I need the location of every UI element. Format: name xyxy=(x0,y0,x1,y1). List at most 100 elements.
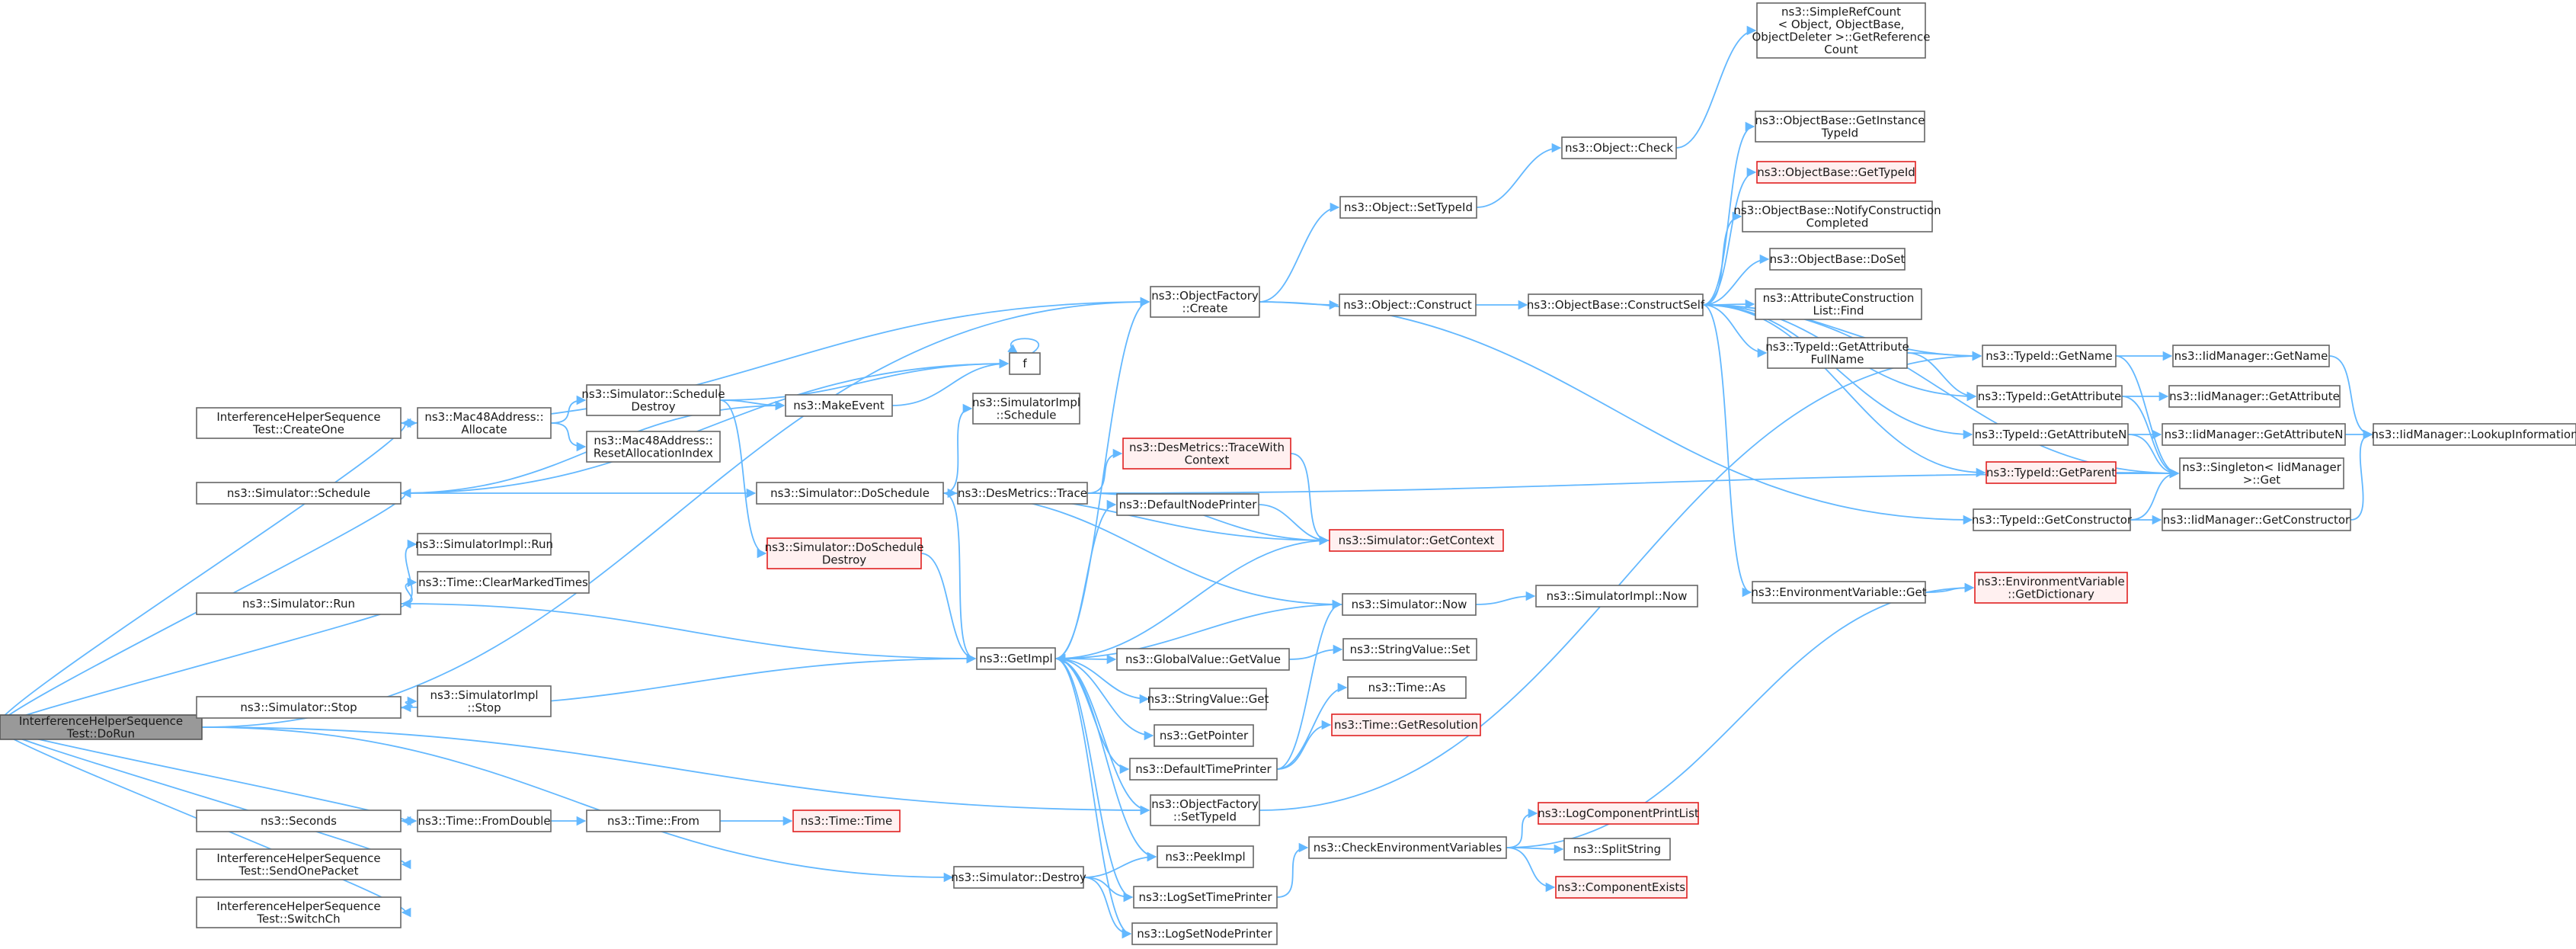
node-doschedule[interactable]: ns3::Simulator::DoSchedule xyxy=(756,482,944,505)
node-makeevent[interactable]: ns3::MakeEvent xyxy=(785,394,893,417)
node-constructself[interactable]: ns3::ObjectBase::ConstructSelf xyxy=(1527,293,1705,316)
node-stringvalue-get[interactable]: ns3::StringValue::Get xyxy=(1147,688,1269,710)
node-sendone[interactable]: InterferenceHelperSequenceTest::SendOneP… xyxy=(196,848,402,880)
node-compexists[interactable]: ns3::ComponentExists xyxy=(1555,876,1688,899)
node-label: ns3::AttributeConstruction xyxy=(1763,291,1915,305)
node-objfactory-settypeid[interactable]: ns3::ObjectFactory::SetTypeId xyxy=(1150,794,1260,826)
node-checkenv[interactable]: ns3::CheckEnvironmentVariables xyxy=(1308,836,1507,859)
node-iid-lookup[interactable]: ns3::IidManager::LookupInformation xyxy=(2371,423,2576,446)
edge-sim-destroy-to-peekimpl xyxy=(1083,851,1157,878)
node-sim-destroy[interactable]: ns3::Simulator::Destroy xyxy=(951,866,1086,889)
node-simimpl-schedule[interactable]: ns3::SimulatorImpl::Schedule xyxy=(972,393,1080,425)
node-box xyxy=(972,393,1080,425)
node-object-settypeid[interactable]: ns3::Object::SetTypeId xyxy=(1339,196,1477,219)
node-stringvalue-set[interactable]: ns3::StringValue::Set xyxy=(1342,638,1477,661)
node-peekimpl[interactable]: ns3::PeekImpl xyxy=(1157,845,1254,868)
node-fromdouble[interactable]: ns3::Time::FromDouble xyxy=(417,810,552,832)
node-simimpl-now[interactable]: ns3::SimulatorImpl::Now xyxy=(1535,585,1698,608)
node-desmetrics-trace[interactable]: ns3::DesMetrics::Trace xyxy=(957,482,1088,505)
node-createone[interactable]: InterferenceHelperSequenceTest::CreateOn… xyxy=(196,407,402,439)
node-f[interactable]: f xyxy=(1009,352,1041,375)
node-logsetnodeprinter[interactable]: ns3::LogSetNodePrinter xyxy=(1131,922,1278,945)
node-objfactory-create[interactable]: ns3::ObjectFactory::Create xyxy=(1150,286,1260,318)
node-label: Allocate xyxy=(461,422,507,436)
node-logsettimeprinter[interactable]: ns3::LogSetTimePrinter xyxy=(1133,886,1278,909)
node-sim-now[interactable]: ns3::Simulator::Now xyxy=(1342,593,1477,616)
node-typeid-getattributen[interactable]: ns3::TypeId::GetAttributeN xyxy=(1973,423,2129,446)
node-defaulttimeprinter[interactable]: ns3::DefaultTimePrinter xyxy=(1129,758,1278,781)
node-box xyxy=(1755,288,1922,320)
node-box xyxy=(196,696,402,719)
node-iid-getattribute[interactable]: ns3::IidManager::GetAttribute xyxy=(2168,385,2341,408)
node-simplerefcount[interactable]: ns3::SimpleRefCount< Object, ObjectBase,… xyxy=(1752,2,1931,59)
node-splitstring[interactable]: ns3::SplitString xyxy=(1563,838,1671,861)
node-typeid-getparent[interactable]: ns3::TypeId::GetParent xyxy=(1986,461,2117,484)
node-envvar-get[interactable]: ns3::EnvironmentVariable::Get xyxy=(1751,581,1927,604)
node-globalvalue-get[interactable]: ns3::GlobalValue::GetValue xyxy=(1116,648,1290,671)
node-label: ns3::SimulatorImpl::Now xyxy=(1547,589,1688,603)
node-box xyxy=(1973,423,2129,446)
edge-root-to-sendone xyxy=(0,727,411,870)
node-clearmarked[interactable]: ns3::Time::ClearMarkedTimes xyxy=(417,571,590,594)
node-getpointer[interactable]: ns3::GetPointer xyxy=(1154,724,1254,747)
node-object-construct[interactable]: ns3::Object::Construct xyxy=(1339,293,1477,316)
node-label: ::Schedule xyxy=(996,408,1056,422)
node-object-check[interactable]: ns3::Object::Check xyxy=(1561,136,1677,159)
node-box xyxy=(1131,922,1278,945)
node-box xyxy=(1150,286,1260,318)
node-simimpl-run[interactable]: ns3::SimulatorImpl::Run xyxy=(415,533,553,556)
node-label: InterferenceHelperSequence xyxy=(216,851,380,865)
edge-constructself-to-getattrfullname xyxy=(1702,304,1768,358)
node-time-from[interactable]: ns3::Time::From xyxy=(586,810,721,832)
node-label: ns3::Time::ClearMarkedTimes xyxy=(418,575,588,589)
node-time-getres[interactable]: ns3::Time::GetResolution xyxy=(1331,713,1481,736)
node-box xyxy=(196,482,402,505)
edge-defaultnodeprinter-to-getcontext xyxy=(1258,504,1330,546)
node-time-time[interactable]: ns3::Time::Time xyxy=(792,810,901,832)
node-getimpl[interactable]: ns3::GetImpl xyxy=(976,647,1056,670)
node-box xyxy=(1976,385,2123,408)
node-mac-reset[interactable]: ns3::Mac48Address::ResetAllocationIndex xyxy=(586,431,721,463)
edge-defaulttimeprinter-to-time-getres xyxy=(1276,720,1332,770)
node-iid-getname[interactable]: ns3::IidManager::GetName xyxy=(2172,345,2330,367)
edge-object-settypeid-to-object-check xyxy=(1476,143,1562,208)
node-iid-getconstructor[interactable]: ns3::IidManager::GetConstructor xyxy=(2162,508,2351,531)
node-box xyxy=(1555,876,1688,899)
edge-objfactory-settypeid-to-typeid-getname xyxy=(1259,351,1982,811)
node-getcontext[interactable]: ns3::Simulator::GetContext xyxy=(1329,529,1504,552)
node-mac-alloc[interactable]: ns3::Mac48Address::Allocate xyxy=(417,407,552,439)
node-label: ns3::Time::As xyxy=(1368,681,1446,694)
node-time-as[interactable]: ns3::Time::As xyxy=(1347,676,1467,699)
node-label: ns3::Object::SetTypeId xyxy=(1344,200,1473,214)
node-sim-stop[interactable]: ns3::Simulator::Stop xyxy=(196,696,402,719)
node-singleton-get[interactable]: ns3::Singleton< IidManager>::Get xyxy=(2179,457,2344,489)
node-seconds[interactable]: ns3::Seconds xyxy=(196,810,402,832)
node-sim-schedule[interactable]: ns3::Simulator::Schedule xyxy=(196,482,402,505)
node-label: ns3::Time::Time xyxy=(801,814,893,828)
node-typeid-getname[interactable]: ns3::TypeId::GetName xyxy=(1982,345,2117,367)
node-box xyxy=(0,714,203,740)
node-label: Count xyxy=(1824,43,1858,56)
node-label: ns3::TypeId::GetAttributeN xyxy=(1975,428,2127,441)
node-objbase-gettypeid[interactable]: ns3::ObjectBase::GetTypeId xyxy=(1756,161,1916,184)
node-defaultnodeprinter[interactable]: ns3::DefaultNodePrinter xyxy=(1116,493,1259,516)
node-simimpl-stop[interactable]: ns3::SimulatorImpl::Stop xyxy=(417,685,552,717)
node-envvar-getdict[interactable]: ns3::EnvironmentVariable::GetDictionary xyxy=(1974,572,2128,604)
node-iid-getattributen[interactable]: ns3::IidManager::GetAttributeN xyxy=(2162,423,2346,446)
node-notifyconstruction[interactable]: ns3::ObjectBase::NotifyConstructionCompl… xyxy=(1733,200,1941,232)
node-sim-run[interactable]: ns3::Simulator::Run xyxy=(196,592,402,615)
node-box xyxy=(1756,2,1926,59)
node-typeid-getconstructor[interactable]: ns3::TypeId::GetConstructor xyxy=(1972,508,2133,531)
node-typeid-getattribute[interactable]: ns3::TypeId::GetAttribute xyxy=(1976,385,2123,408)
node-label: ns3::Time::GetResolution xyxy=(1334,718,1478,732)
node-objbase-doset[interactable]: ns3::ObjectBase::DoSet xyxy=(1769,248,1906,271)
node-logcompprint[interactable]: ns3::LogComponentPrintList xyxy=(1538,802,1699,825)
